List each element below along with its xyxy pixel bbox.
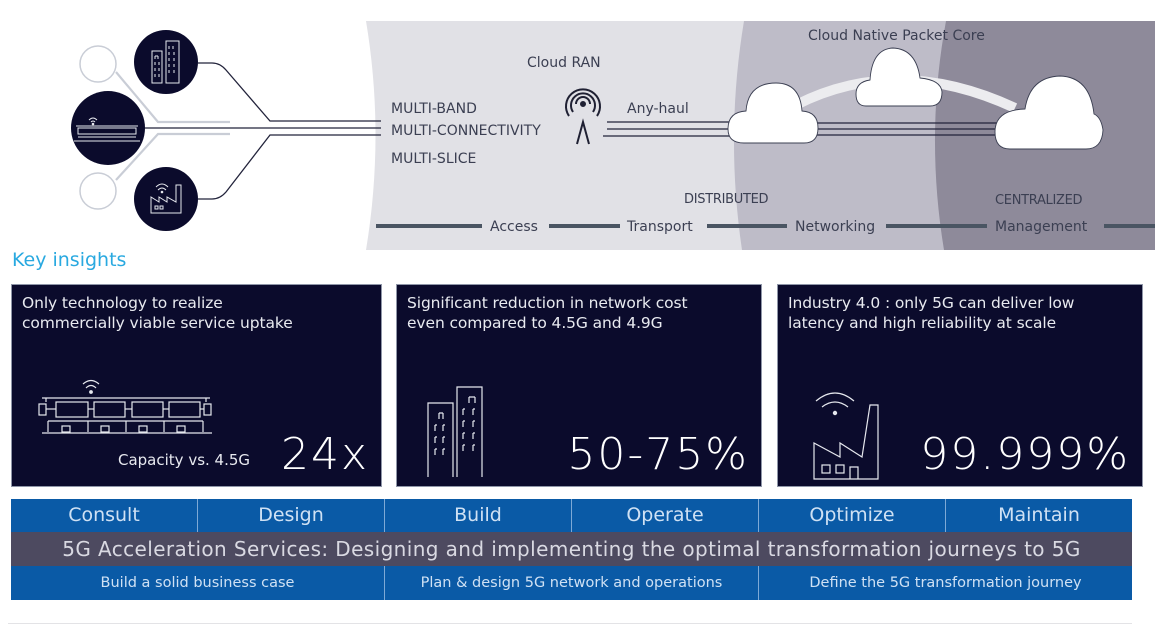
phase-consult: Consult: [11, 499, 198, 532]
insight-text-line2: even compared to 4.5G and 4.9G: [407, 314, 663, 332]
reliability-value: 99.999%: [920, 429, 1130, 480]
blank-node-connectors: [115, 71, 230, 181]
centralized-label: CENTRALIZED: [995, 193, 1083, 208]
connected-factory-icon: [813, 392, 879, 480]
services-steps-row: Build a solid business case Plan & desig…: [11, 566, 1132, 600]
layer-access: Access: [490, 219, 538, 235]
services-banner: 5G Acceleration Services: Designing and …: [62, 537, 1081, 561]
layer-transport: Transport: [626, 219, 693, 235]
cloud-ran-label: Cloud RAN: [527, 55, 601, 71]
blank-node-top: [79, 45, 117, 83]
multi-slice-label: MULTI-SLICE: [391, 151, 476, 167]
connected-factory-icon: [150, 183, 182, 214]
insight-text-line2: commercially viable service uptake: [22, 314, 293, 332]
capacity-caption: Capacity vs. 4.5G: [118, 451, 251, 469]
insight-card-capacity: Only technology to realize commercially …: [11, 284, 382, 487]
step-transformation-journey: Define the 5G transformation journey: [809, 575, 1082, 591]
cost-reduction-value: 50-75%: [567, 429, 749, 480]
connected-factory-node: [134, 167, 198, 231]
phase-maintain: Maintain: [998, 504, 1080, 526]
footer-divider: [8, 623, 1132, 624]
insight-text-line1: Industry 4.0 : only 5G can deliver low: [788, 294, 1075, 312]
phase-operate: Operate: [572, 499, 759, 532]
office-building-node: [134, 30, 198, 94]
insight-card-cost: Significant reduction in network cost ev…: [396, 284, 762, 487]
layer-networking: Networking: [795, 219, 875, 235]
phase-design: Design: [198, 499, 385, 532]
multi-band-label: MULTI-BAND: [391, 101, 477, 117]
cloud-central-icon: [994, 75, 1104, 150]
connected-stadium-icon: [74, 117, 140, 142]
connectors: [143, 62, 1000, 200]
insight-text-line1: Significant reduction in network cost: [407, 294, 688, 312]
phase-optimize: Optimize: [759, 499, 946, 532]
packet-core-label: Cloud Native Packet Core: [808, 28, 985, 44]
cloud-core-icon: [855, 47, 943, 107]
network-diagram: MULTI-BAND MULTI-CONNECTIVITY MULTI-SLIC…: [71, 21, 1155, 250]
layer-bar: [376, 224, 1155, 228]
key-insights-title: Key insights: [12, 249, 127, 271]
cloud-edge-icon: [727, 82, 819, 144]
connected-stadium-icon: [38, 379, 212, 434]
office-building-icon: [427, 386, 483, 477]
step-business-case: Build a solid business case: [11, 566, 385, 600]
distributed-label: DISTRIBUTED: [684, 192, 768, 207]
step-plan-design: Plan & design 5G network and operations: [385, 566, 759, 600]
multi-connectivity-label: MULTI-CONNECTIVITY: [391, 123, 541, 139]
services-phases-row: Consult Design Build Operate Optimize Ma…: [11, 499, 1132, 532]
insight-text-line1: Only technology to realize: [22, 294, 223, 312]
office-building-icon: [151, 40, 180, 84]
services-banner-row: 5G Acceleration Services: Designing and …: [11, 532, 1132, 566]
phase-build: Build: [385, 499, 572, 532]
layer-management: Management: [995, 219, 1088, 235]
insight-card-reliability: Industry 4.0 : only 5G can deliver low l…: [777, 284, 1143, 487]
any-haul-label: Any-haul: [627, 101, 689, 117]
capacity-value: 24x: [280, 429, 369, 480]
radio-antenna-icon: [565, 88, 601, 145]
insight-text-line2: latency and high reliability at scale: [788, 314, 1057, 332]
connected-stadium-node: [71, 91, 145, 165]
blank-node-bottom: [79, 172, 117, 210]
